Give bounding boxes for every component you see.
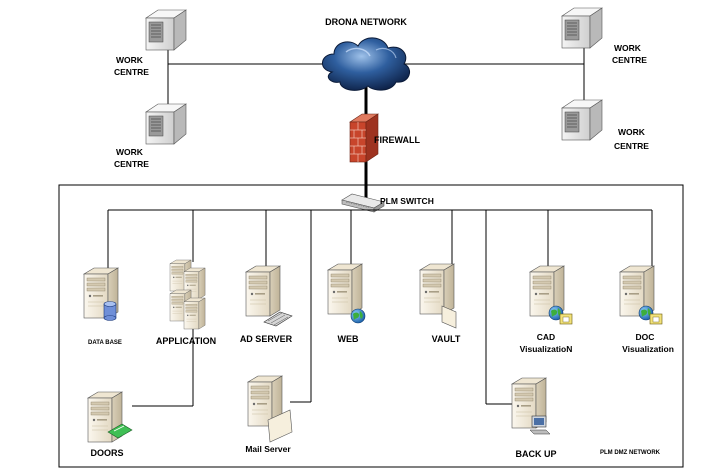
work-centre-label: WORK — [116, 147, 144, 157]
server-icon — [245, 265, 281, 317]
work-centre-bottom-left: WORK CENTRE — [114, 103, 187, 169]
database-icon — [103, 301, 117, 321]
cad-label-line2: VisualizatioN — [520, 344, 573, 354]
doc-visualization-server: DOC Visualization — [619, 265, 674, 354]
computer-icon — [561, 99, 603, 141]
database-server: DATA BASE — [83, 267, 122, 346]
server-icon — [327, 263, 363, 315]
document-icon — [267, 409, 293, 443]
computer-icon — [561, 7, 603, 49]
computer-icon — [145, 103, 187, 145]
backup-label: BACK UP — [515, 449, 556, 459]
dmz-boundary — [58, 184, 684, 468]
switch-icon — [341, 193, 385, 213]
folder-icon — [559, 313, 573, 325]
switch-label: PLM SWITCH — [380, 196, 434, 206]
ad-server: AD SERVER — [240, 265, 293, 344]
vault-server: VAULT — [419, 263, 461, 344]
firewall: FIREWALL — [349, 113, 420, 163]
vault-label: VAULT — [432, 334, 461, 344]
globe-icon — [350, 308, 366, 324]
work-centre-label: CENTRE — [114, 67, 149, 77]
cad-visualization-server: CAD VisualizatioN — [520, 265, 573, 354]
firewall-label: FIREWALL — [374, 135, 420, 145]
work-centre-label: WORK — [614, 43, 642, 53]
computer-monitor-icon — [529, 415, 551, 435]
work-centre-label: CENTRE — [612, 55, 647, 65]
doc-label-line2: Visualization — [622, 344, 674, 354]
mail-server: Mail Server — [245, 375, 293, 454]
work-centre-label: WORK — [116, 55, 144, 65]
work-centre-label: CENTRE — [614, 141, 649, 151]
work-centre-label: CENTRE — [114, 159, 149, 169]
mail-label: Mail Server — [245, 444, 291, 454]
cad-label-line1: CAD — [537, 332, 555, 342]
backup-server: BACK UP — [511, 377, 557, 459]
dmz-label: PLM DMZ NETWORK — [600, 450, 661, 456]
doc-label-line1: DOC — [636, 332, 655, 342]
application-label: APPLICATION — [156, 336, 216, 346]
keyboard-icon — [263, 311, 293, 327]
server-icon — [183, 297, 206, 330]
computer-icon — [145, 9, 187, 51]
database-label: DATA BASE — [88, 340, 122, 346]
application-server: APPLICATION — [156, 259, 216, 346]
plm-switch: PLM SWITCH — [341, 193, 434, 213]
server-icon — [419, 263, 455, 315]
cloud-icon — [322, 37, 411, 91]
green-card-icon — [107, 423, 133, 439]
doors-label: DOORS — [90, 448, 123, 458]
dmz-wiring — [107, 209, 653, 407]
web-label: WEB — [338, 334, 359, 344]
work-centre-label: WORK — [618, 127, 646, 137]
drona-network: DRONA NETWORK WORK CENTRE WORK CENTRE WO… — [114, 7, 649, 206]
work-centre-top-left: WORK CENTRE — [114, 9, 187, 77]
work-centre-bottom-right: WORK CENTRE — [561, 99, 649, 151]
doors-server: DOORS — [87, 391, 133, 458]
firewall-icon — [349, 113, 379, 163]
work-centre-top-right: WORK CENTRE — [561, 7, 647, 65]
ad-server-label: AD SERVER — [240, 334, 293, 344]
web-server: WEB — [327, 263, 366, 344]
network-title: DRONA NETWORK — [325, 17, 407, 27]
document-icon — [441, 305, 457, 329]
folder-icon — [649, 313, 663, 325]
